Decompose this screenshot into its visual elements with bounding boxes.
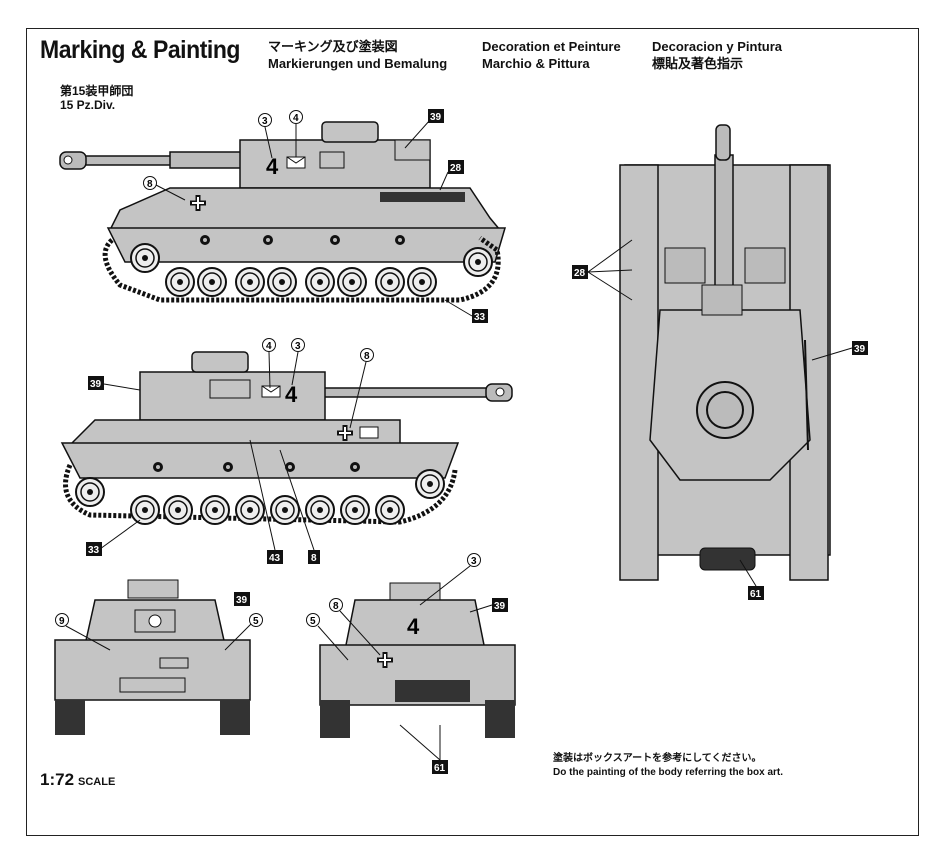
page-title: Marking & Painting [40,36,241,64]
svg-text:39: 39 [854,344,866,355]
svg-text:4: 4 [293,113,299,124]
scale-ratio: 1:72 [40,770,75,789]
svg-text:3: 3 [295,341,301,352]
svg-text:39: 39 [90,379,102,390]
svg-text:8: 8 [364,351,370,362]
svg-text:43: 43 [269,553,281,564]
svg-text:5: 5 [310,616,316,627]
svg-text:8: 8 [147,179,153,190]
svg-text:61: 61 [434,763,446,774]
svg-text:9: 9 [59,616,65,627]
top-view [619,124,831,581]
svg-text:33: 33 [474,312,486,323]
svg-text:8: 8 [311,553,317,564]
svg-text:39: 39 [494,601,506,612]
side-view-left: 4 [59,121,507,303]
title-japanese: マーキング及び塗装図 [268,39,398,54]
title-italian: Marchio & Pittura [482,56,590,71]
svg-text:5: 5 [253,616,259,627]
svg-text:3: 3 [262,116,268,127]
title-spanish: Decoracion y Pintura [652,39,783,54]
svg-text:4: 4 [407,614,420,639]
front-view [54,579,251,735]
title-french: Decoration et Peinture [482,39,621,54]
svg-text:4: 4 [285,382,298,407]
rear-view: 4 [319,582,516,738]
svg-text:33: 33 [88,545,100,556]
svg-text:4: 4 [266,341,272,352]
svg-text:61: 61 [750,589,762,600]
unit-label-ja: 第15装甲師団 [60,84,134,98]
svg-text:39: 39 [430,112,442,123]
svg-text:28: 28 [450,163,462,174]
turret-number: 4 [266,154,279,179]
svg-text:8: 8 [333,601,339,612]
svg-text:28: 28 [574,268,586,279]
painting-note-en: Do the painting of the body referring th… [553,767,784,778]
title-chinese: 標貼及著色指示 [652,56,744,71]
title-german: Markierungen und Bemalung [268,56,448,71]
painting-note-ja: 塗装はボックスアートを参考にしてください。 [553,753,762,764]
unit-label-en: 15 Pz.Div. [60,98,116,112]
scale-word: SCALE [78,776,116,788]
side-view-right: 4 [60,351,513,525]
leader-lines [65,119,853,761]
svg-text:39: 39 [236,595,248,606]
svg-text:3: 3 [471,556,477,567]
page-border [26,28,919,836]
unit-label: 第15装甲師団 15 Pz.Div. [60,84,133,112]
painting-note: 塗装はボックスアートを参考にしてください。 Do the painting of… [553,752,783,780]
callouts: 3 4 39 8 28 33 4 3 8 39 33 43 8 28 39 61… [55,109,868,774]
